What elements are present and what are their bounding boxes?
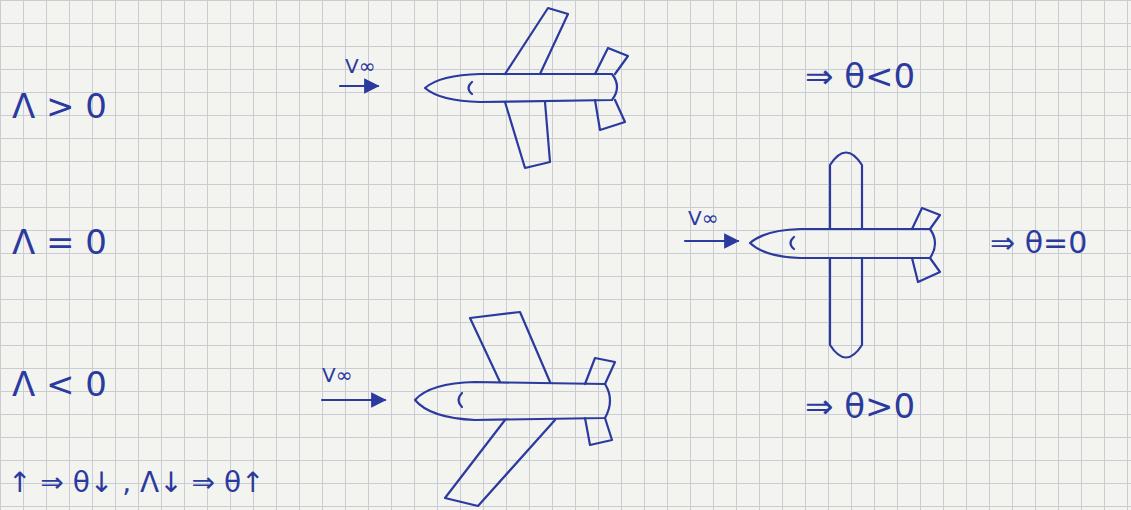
grid-line [690, 0, 691, 510]
tail [585, 358, 615, 384]
sweep-condition: Λ > 0 [12, 88, 107, 125]
grid-line [0, 345, 1131, 346]
grid-line [0, 115, 1131, 116]
cockpit [469, 82, 473, 94]
grid-line [414, 0, 415, 510]
result-note: ⇒ θ=0 [990, 226, 1087, 259]
grid-line [0, 299, 1131, 300]
grid-line [207, 0, 208, 510]
flow-arrow [685, 240, 738, 242]
grid-line [713, 0, 714, 510]
fuselage [415, 382, 610, 420]
grid-line [138, 0, 139, 510]
grid-line [437, 0, 438, 510]
grid-line [0, 391, 1131, 392]
summary-note: ↑ ⇒ θ↓ , Λ↓ ⇒ θ↑ [8, 468, 264, 499]
wing [830, 153, 862, 230]
grid-line [0, 230, 1131, 231]
grid-line [989, 0, 990, 510]
sweep-condition: Λ < 0 [12, 366, 107, 403]
flow-arrow [322, 399, 385, 401]
grid-line [0, 414, 1131, 415]
grid-line [0, 322, 1131, 323]
grid-line [529, 0, 530, 510]
flow-label: V∞ [345, 55, 375, 77]
grid-line [0, 92, 1131, 93]
grid-line [253, 0, 254, 510]
grid-line [598, 0, 599, 510]
tail [912, 208, 940, 229]
grid-line [736, 0, 737, 510]
grid-line [0, 23, 1131, 24]
result-note: ⇒ θ<0 [805, 58, 915, 95]
grid-line [644, 0, 645, 510]
grid-line [0, 184, 1131, 185]
cockpit [459, 393, 463, 407]
flow-label: V∞ [322, 364, 352, 386]
flow-arrow [340, 85, 378, 87]
tail [595, 100, 625, 130]
grid-line [0, 437, 1131, 438]
grid-line [0, 368, 1131, 369]
wing [505, 102, 550, 168]
grid-line [575, 0, 576, 510]
flow-label: V∞ [688, 207, 718, 229]
grid-line [966, 0, 967, 510]
grid-line [391, 0, 392, 510]
grid-line [621, 0, 622, 510]
fuselage [750, 229, 935, 258]
grid-line [0, 46, 1131, 47]
grid-line [920, 0, 921, 510]
grid-line [230, 0, 231, 510]
grid-line [1104, 0, 1105, 510]
result-note: ⇒ θ>0 [805, 388, 915, 425]
grid-line [299, 0, 300, 510]
grid-line [782, 0, 783, 510]
grid-line [0, 276, 1131, 277]
tail [585, 418, 612, 445]
tail [912, 258, 940, 282]
wing [445, 420, 555, 506]
grid-line [0, 0, 1, 510]
grid-line [0, 69, 1131, 70]
grid-line [322, 0, 323, 510]
grid-line [0, 207, 1131, 208]
wing [505, 8, 568, 74]
swept-forward-aircraft [415, 312, 615, 506]
grid-line [506, 0, 507, 510]
grid-line [161, 0, 162, 510]
wing [830, 258, 862, 358]
grid-line [0, 161, 1131, 162]
grid-line [0, 253, 1131, 254]
grid-line [1127, 0, 1128, 510]
grid-line [667, 0, 668, 510]
grid-line [0, 0, 1131, 1]
grid-line [0, 506, 1131, 507]
grid-line [759, 0, 760, 510]
fuselage [425, 74, 617, 102]
grid-line [943, 0, 944, 510]
straight-wing-aircraft [750, 153, 940, 358]
swept-back-aircraft [425, 8, 628, 168]
sweep-condition: Λ = 0 [12, 224, 107, 261]
grid-line [552, 0, 553, 510]
grid-line [0, 460, 1131, 461]
cockpit [791, 237, 795, 249]
tail [595, 48, 628, 74]
grid-line [0, 138, 1131, 139]
grid-line [115, 0, 116, 510]
grid-line [184, 0, 185, 510]
wing [470, 312, 550, 382]
grid-line [276, 0, 277, 510]
grid-line [483, 0, 484, 510]
